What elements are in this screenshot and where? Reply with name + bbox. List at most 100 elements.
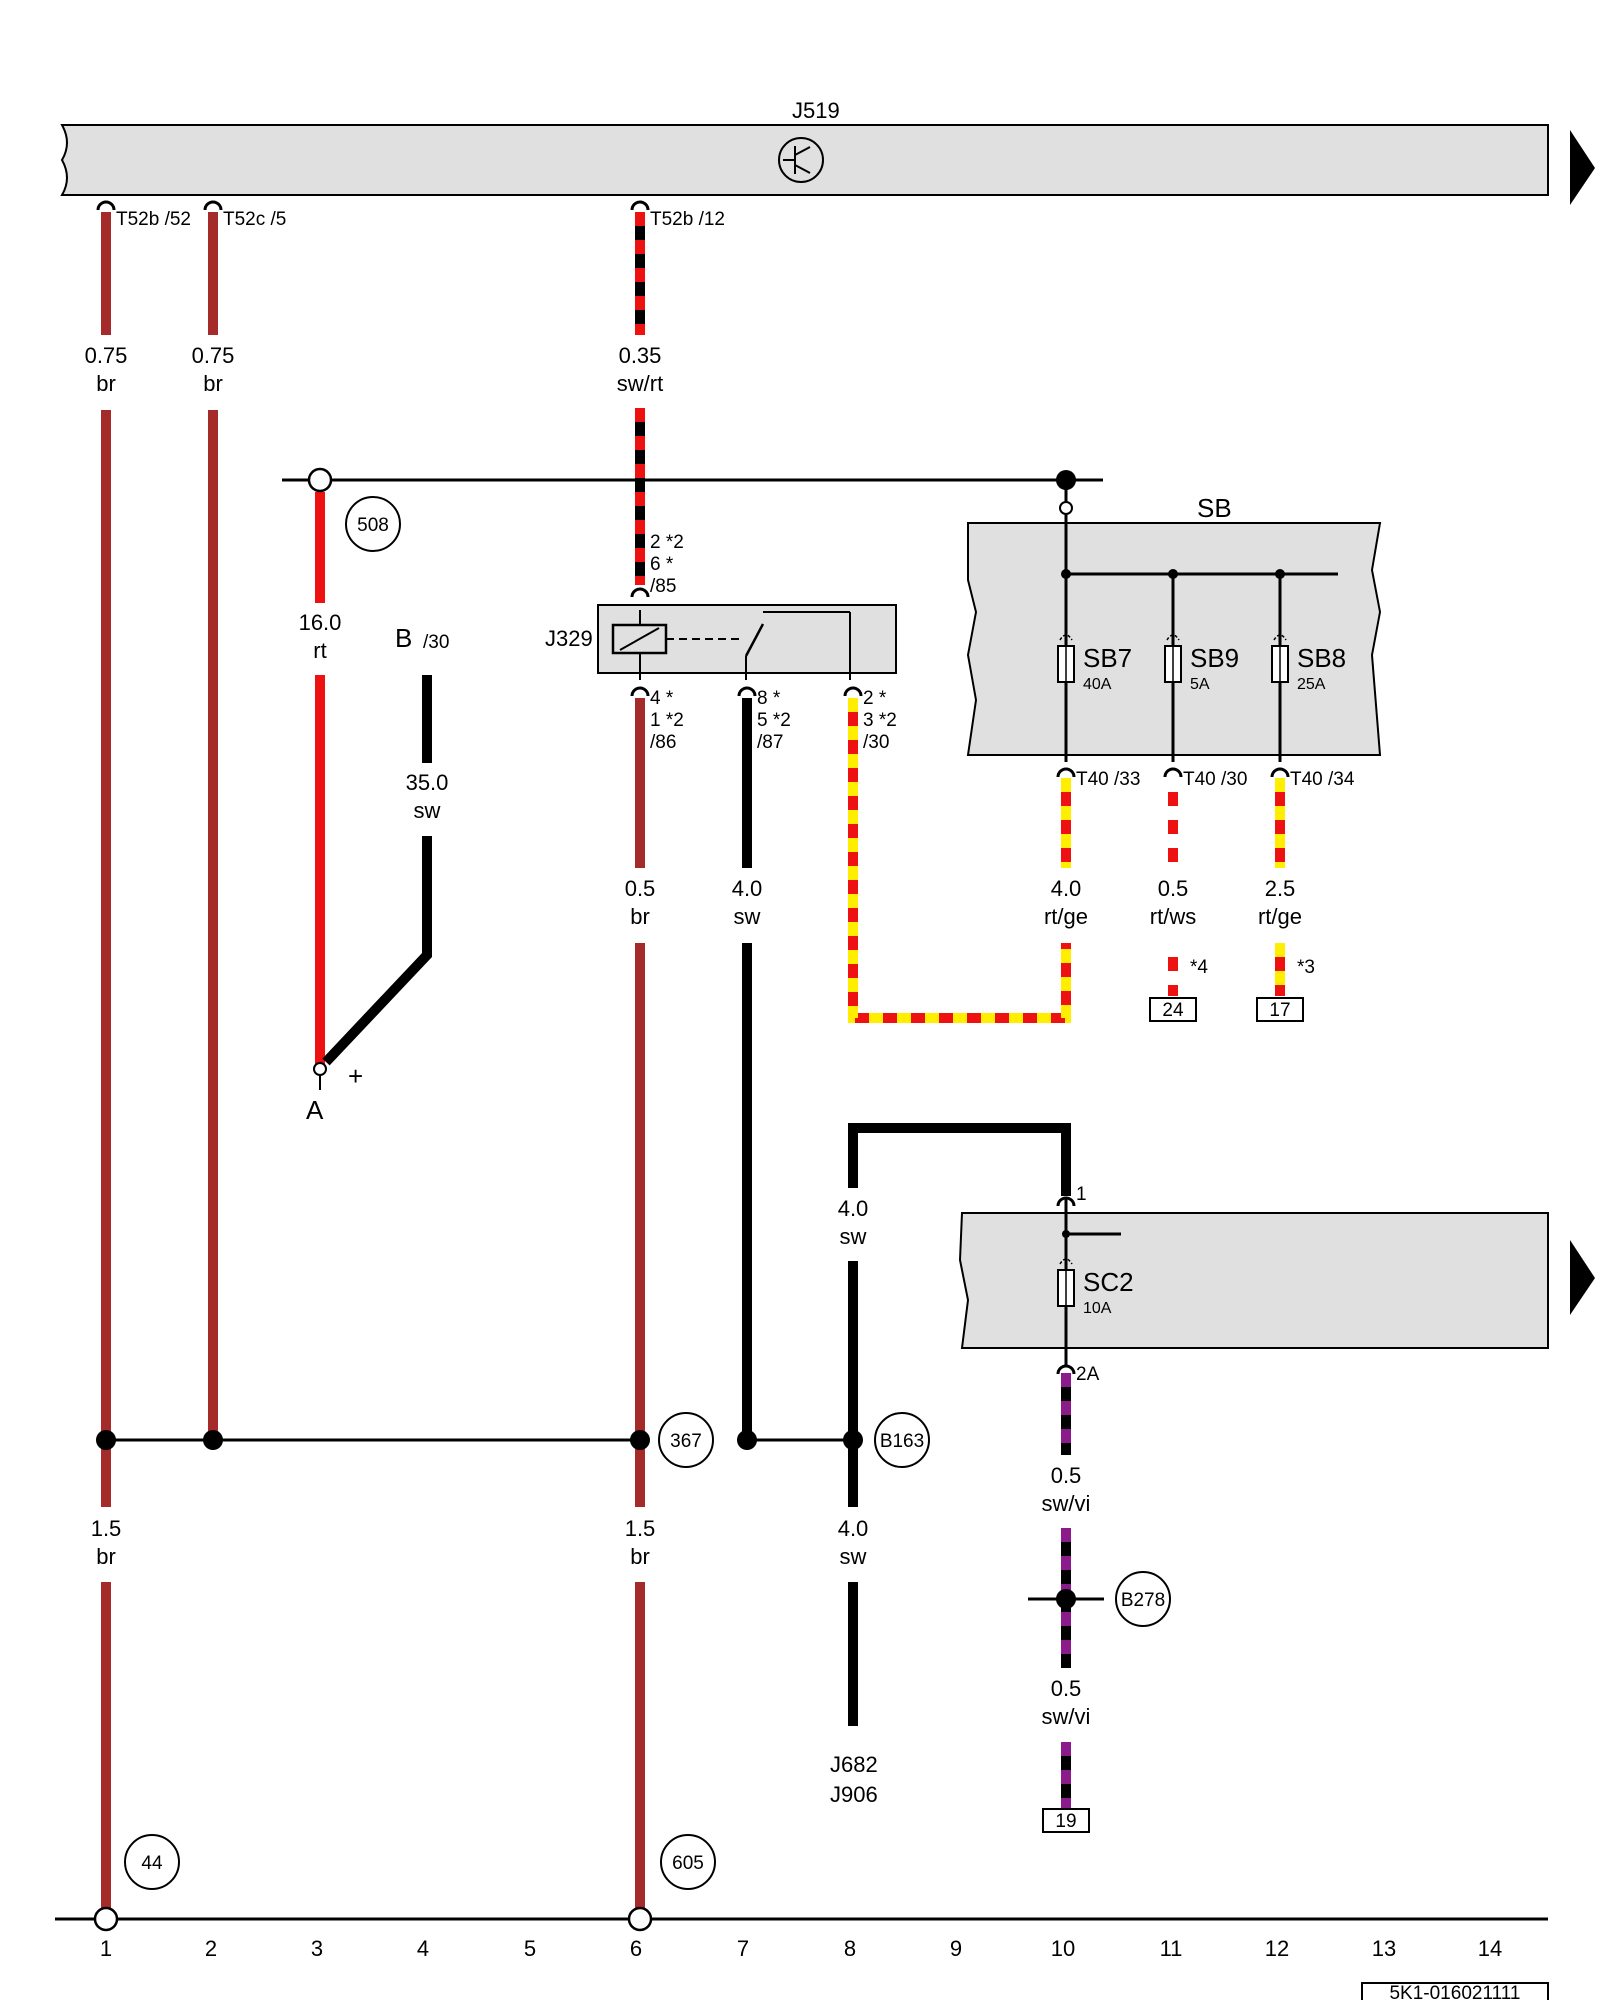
wire-gauge-label: 0.5 [1051, 1676, 1082, 1701]
fuse-sc2-icon [1057, 1258, 1075, 1307]
relay-switch-icon [744, 611, 851, 680]
sc-fusebox-body [958, 1212, 1549, 1349]
wire-color-label: sw [734, 904, 761, 929]
connector-jack-icon [96, 200, 116, 212]
wire-color-label: sw [414, 798, 441, 823]
column-number: 9 [950, 1936, 962, 1961]
wire-color-label: br [96, 371, 116, 396]
svg-text:8 *: 8 * [757, 688, 781, 709]
wire-color-label: sw [840, 1224, 867, 1249]
connector-t40-33: T40 /33 [1076, 769, 1140, 790]
j519-label: J519 [792, 98, 840, 123]
wire-gauge-label: 2.5 [1265, 876, 1296, 901]
svg-text:3 *2: 3 *2 [863, 710, 897, 731]
connector-t52b-12: T52b /12 [650, 209, 725, 230]
junction-dot-sb [1061, 569, 1071, 579]
svg-text:367: 367 [670, 1431, 702, 1452]
fuse-sc2-name: SC2 [1083, 1267, 1134, 1297]
column-number: 3 [311, 1936, 323, 1961]
svg-text:44: 44 [141, 1853, 163, 1874]
connector-jack-icon [1270, 767, 1290, 779]
connector-jack-icon [203, 200, 223, 212]
junction-dot-6 [630, 1430, 650, 1450]
junction-dot-sc [1062, 1230, 1070, 1238]
transistor-icon [778, 137, 824, 183]
wire-color-label: br [203, 371, 223, 396]
connector-t52b-52: T52b /52 [116, 209, 191, 230]
wire-color-label: sw/rt [617, 371, 663, 396]
ref-circle-b278: B278 [1115, 1571, 1171, 1627]
svg-text:B163: B163 [880, 1431, 924, 1452]
target-j906: J906 [830, 1782, 878, 1807]
svg-text:6 *: 6 * [650, 554, 674, 575]
column-number: 7 [737, 1936, 749, 1961]
battery-a-label: A [306, 1095, 324, 1125]
junction-dot-8 [843, 1430, 863, 1450]
svg-text:1 *2: 1 *2 [650, 710, 684, 731]
column-number: 4 [417, 1936, 429, 1961]
j519-unit-body [60, 124, 1549, 196]
wire-gauge-label: 0.75 [85, 343, 128, 368]
junction-dot-30 [1056, 470, 1076, 490]
relay-pin-87: 8 * 5 *2 /87 [757, 688, 791, 753]
column-numbers: 1 2 3 4 5 6 7 8 9 10 11 12 13 14 [100, 1936, 1502, 1961]
fuse-sb9-icon [1164, 634, 1182, 683]
fuse-sb8-name: SB8 [1297, 643, 1346, 673]
wire-color-label: rt/ge [1258, 904, 1302, 929]
wire-gauge-label: 4.0 [838, 1196, 869, 1221]
fuse-sb9-amps: 5A [1190, 676, 1210, 693]
continuation-box-19: 19 [1042, 1808, 1090, 1833]
junction-dot-b278 [1056, 1589, 1076, 1609]
connector-t40-30: T40 /30 [1183, 769, 1247, 790]
svg-text:17: 17 [1269, 1000, 1290, 1021]
connector-jack-icon [737, 686, 757, 698]
wire-color-label: rt/ge [1044, 904, 1088, 929]
wire-gauge-label: 0.5 [625, 876, 656, 901]
sb-input-open [1059, 501, 1073, 515]
svg-text:2 *2: 2 *2 [650, 532, 684, 553]
wire-gauge-label: 4.0 [732, 876, 763, 901]
continuation-box-24: 24 [1149, 997, 1197, 1022]
connector-jack-icon [630, 686, 650, 698]
svg-text:19: 19 [1055, 1811, 1076, 1832]
battery-plus-label: + [348, 1061, 363, 1091]
relay-pin-85: 2 *2 6 * /85 [650, 532, 684, 597]
junction-dot-7 [737, 1430, 757, 1450]
wire-gauge-label: 1.5 [625, 1516, 656, 1541]
wire-gauge-label: 4.0 [838, 1516, 869, 1541]
wire-gauge-label: 4.0 [1051, 876, 1082, 901]
connector-jack-icon [1056, 1364, 1076, 1376]
wire-gauge-label: 0.5 [1051, 1463, 1082, 1488]
junction-dot-2 [203, 1430, 223, 1450]
column-number: 5 [524, 1936, 536, 1961]
connector-jack-icon [1056, 767, 1076, 779]
connector-jack-icon [1163, 767, 1183, 779]
column-number: 14 [1478, 1936, 1502, 1961]
connector-sc-in: 1 [1076, 1184, 1087, 1205]
wire-color-label: br [96, 1544, 116, 1569]
relay-j329-label: J329 [545, 626, 593, 651]
fuse-sb7-amps: 40A [1083, 676, 1112, 693]
junction-dot-1 [96, 1430, 116, 1450]
fuse-sb7-icon [1057, 634, 1075, 683]
svg-text:/87: /87 [757, 732, 783, 753]
wire-color-label: sw [840, 1544, 867, 1569]
wire-color-label: rt/ws [1150, 904, 1196, 929]
fuse-sb8-icon [1271, 634, 1289, 683]
continuation-arrow-mid [1570, 1240, 1595, 1315]
wire-color-label: br [630, 1544, 650, 1569]
column-number: 13 [1372, 1936, 1396, 1961]
column-number: 8 [844, 1936, 856, 1961]
continuation-box-17: 17 [1256, 997, 1304, 1022]
ref-circle-b163: B163 [874, 1412, 930, 1468]
sb-label: SB [1197, 493, 1232, 523]
target-j682: J682 [830, 1752, 878, 1777]
wire-color-label: sw/vi [1042, 1704, 1091, 1729]
wire-col8-loop [848, 1123, 1071, 1196]
connector-jack-icon [630, 587, 650, 599]
wire-gauge-label: 0.5 [1158, 876, 1189, 901]
note-4: *4 [1190, 957, 1208, 978]
ground-point-6 [627, 1906, 653, 1932]
fuse-sc2-amps: 10A [1083, 1300, 1112, 1317]
wire-battery-ground-lower [322, 836, 432, 1066]
